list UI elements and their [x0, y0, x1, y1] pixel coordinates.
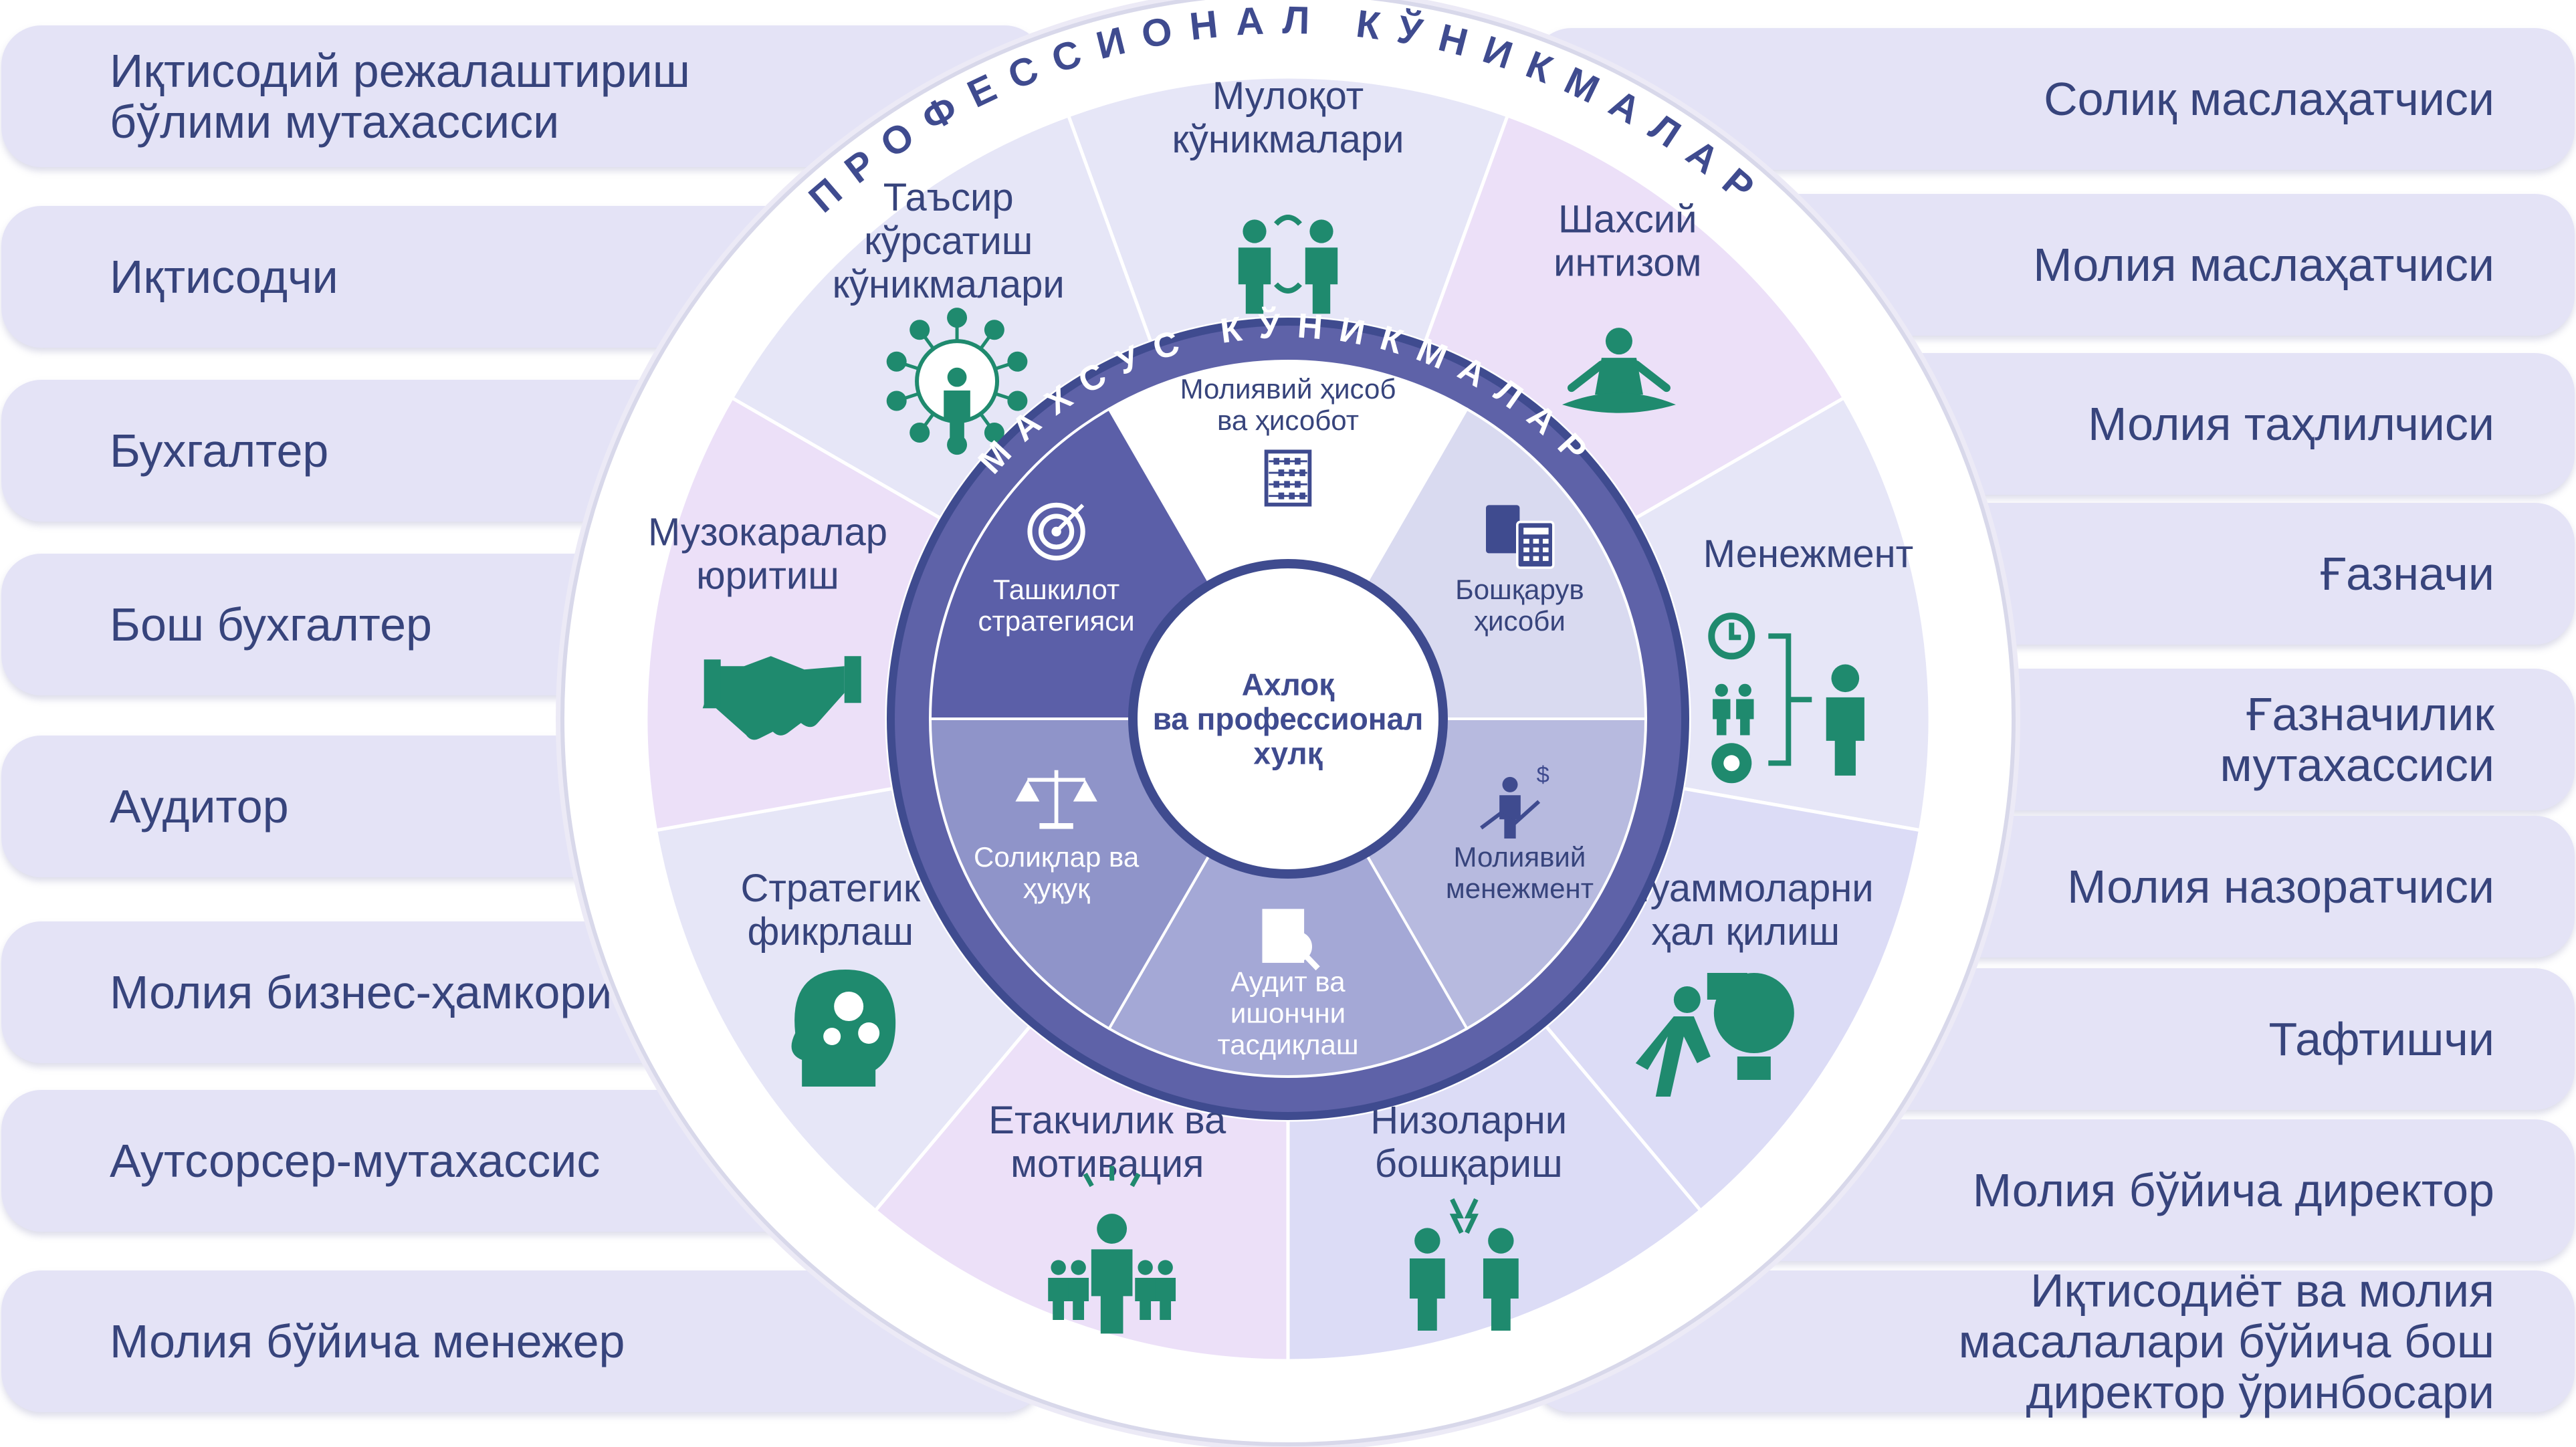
role-label: Иқтисодиёт ва молия масалалари бўйича бо… [1958, 1264, 2494, 1418]
role-label: Тафтишчи [2268, 1013, 2495, 1065]
scales-icon [1015, 770, 1097, 829]
role-label: Ғазначилик мутахассиси [2220, 688, 2494, 791]
role-label: Иқтисодчи [110, 251, 338, 303]
role-label: Аутсорсер-мутахассис [110, 1135, 601, 1187]
role-label: Аудитор [110, 780, 289, 832]
growth-icon: $ [1480, 762, 1549, 839]
head-gears-icon [791, 970, 896, 1087]
meditation-icon [1562, 328, 1676, 413]
role-label: Ғазначи [2321, 548, 2494, 600]
role-label: Солиқ маслаҳатчиси [2044, 73, 2494, 125]
leader-icon [1048, 1165, 1176, 1334]
calculator-icon [1486, 505, 1555, 569]
role-label: Бухгалтер [110, 425, 329, 477]
audit-icon [1262, 909, 1320, 971]
role-label: Молия бўйича менежер [110, 1315, 625, 1367]
svg-text:$: $ [1537, 762, 1549, 788]
professional-skill: Менежмент [1703, 532, 1913, 784]
role-pill: Молия бўйича менежер [1, 1270, 1045, 1412]
role-label: Молия маслаҳатчиси [2033, 239, 2494, 291]
abacus-icon [1264, 449, 1312, 507]
conflict-icon [1409, 1198, 1519, 1331]
center-circle [1128, 559, 1448, 879]
role-label: Молия бизнес-ҳамкори [110, 966, 613, 1018]
role-label: Молия таҳлилчиси [2088, 398, 2494, 450]
role-label: Бош бухгалтер [110, 598, 432, 651]
handshake-icon [702, 656, 861, 740]
role-label: Молия назоратчиси [2067, 861, 2494, 913]
role-pill: Иқтисодий режалаштириш бўлими мутахассис… [1, 25, 1045, 167]
dialogue-icon [1238, 215, 1338, 314]
professional-skill-label: Менежмент [1703, 532, 1913, 576]
network-icon [886, 308, 1028, 455]
target-icon [1027, 502, 1085, 561]
role-label: Молия бўйича директор [1972, 1164, 2494, 1216]
management-icon [1708, 613, 1864, 784]
puzzle-bulb-icon [1635, 973, 1794, 1097]
role-label: Иқтисодий режалаштириш бўлими мутахассис… [110, 45, 690, 148]
